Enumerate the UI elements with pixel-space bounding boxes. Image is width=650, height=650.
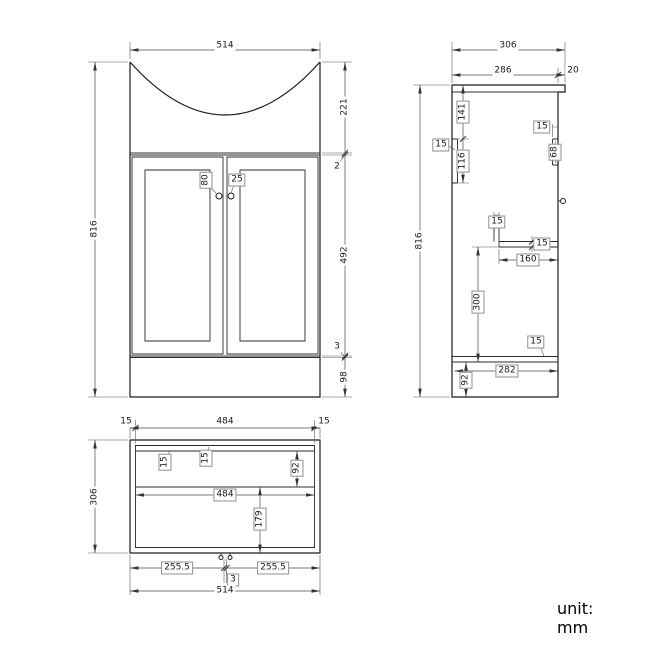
dim-side-bottom-rail-thickness: 15 bbox=[527, 335, 545, 349]
dim-side-base-depth: 282 bbox=[495, 364, 519, 378]
basin-curve bbox=[129, 61, 321, 116]
unit-label: unit: mm bbox=[557, 599, 594, 637]
dim-side-back-rail-length: 116 bbox=[456, 149, 470, 173]
dim-side-back-rail-offset: 141 bbox=[456, 100, 470, 124]
dim-side-plinth-height: 92 bbox=[459, 371, 473, 389]
side-door-knob bbox=[560, 198, 566, 204]
dim-front-basin-height: 221 bbox=[339, 96, 351, 118]
door-knob-right bbox=[227, 192, 235, 200]
dim-side-front-rail-thickness: 15 bbox=[533, 120, 551, 134]
dim-plan-door-width-right: 255.5 bbox=[257, 561, 289, 575]
dim-plan-back-section-depth: 92 bbox=[290, 459, 304, 477]
dim-side-overall-height: 816 bbox=[414, 230, 426, 252]
dim-front-overall-width: 514 bbox=[214, 40, 236, 52]
dim-plan-frame-b: 15 bbox=[199, 449, 213, 467]
dim-front-door-height: 492 bbox=[339, 244, 351, 266]
dim-side-shelf-depth: 160 bbox=[516, 253, 540, 267]
dim-front-overall-height: 816 bbox=[89, 218, 101, 240]
dim-plan-overall-width: 514 bbox=[214, 585, 236, 597]
dim-side-shelf-cleat: 15 bbox=[488, 215, 506, 229]
dim-side-body-depth: 286 bbox=[492, 65, 514, 77]
dim-plan-inner-width: 484 bbox=[214, 416, 236, 428]
dim-front-bottom-gap: 3 bbox=[332, 341, 342, 353]
dim-plan-inner-width-2: 484 bbox=[213, 488, 237, 502]
dim-plan-inner-depth: 179 bbox=[253, 507, 267, 531]
dim-plan-frame-a: 15 bbox=[158, 453, 172, 471]
dim-side-shelf-thickness: 15 bbox=[533, 237, 551, 251]
dim-plan-side-panel-left: 15 bbox=[118, 416, 134, 428]
dim-front-top-gap: 2 bbox=[332, 161, 342, 173]
dim-side-shelf-clearance: 300 bbox=[471, 290, 485, 314]
dim-plan-side-panel-right: 15 bbox=[316, 416, 332, 428]
plan-knob-left bbox=[218, 555, 224, 560]
dim-front-handle-spacing: 25 bbox=[228, 173, 246, 187]
dim-front-plinth-height: 98 bbox=[339, 369, 351, 385]
dim-side-overall-depth: 306 bbox=[497, 40, 519, 52]
dim-front-handle-offset: 80 bbox=[199, 171, 213, 189]
plan-knob-right bbox=[227, 555, 233, 560]
dim-plan-door-width-left: 255.5 bbox=[161, 561, 193, 575]
dim-side-top-overhang: 20 bbox=[565, 65, 581, 77]
front-view bbox=[88, 42, 352, 398]
door-knob-left bbox=[215, 192, 223, 200]
dim-side-front-rail-length: 68 bbox=[548, 143, 562, 161]
dim-side-back-rail-thickness: 15 bbox=[432, 138, 450, 152]
dim-plan-overall-depth: 306 bbox=[89, 486, 101, 508]
